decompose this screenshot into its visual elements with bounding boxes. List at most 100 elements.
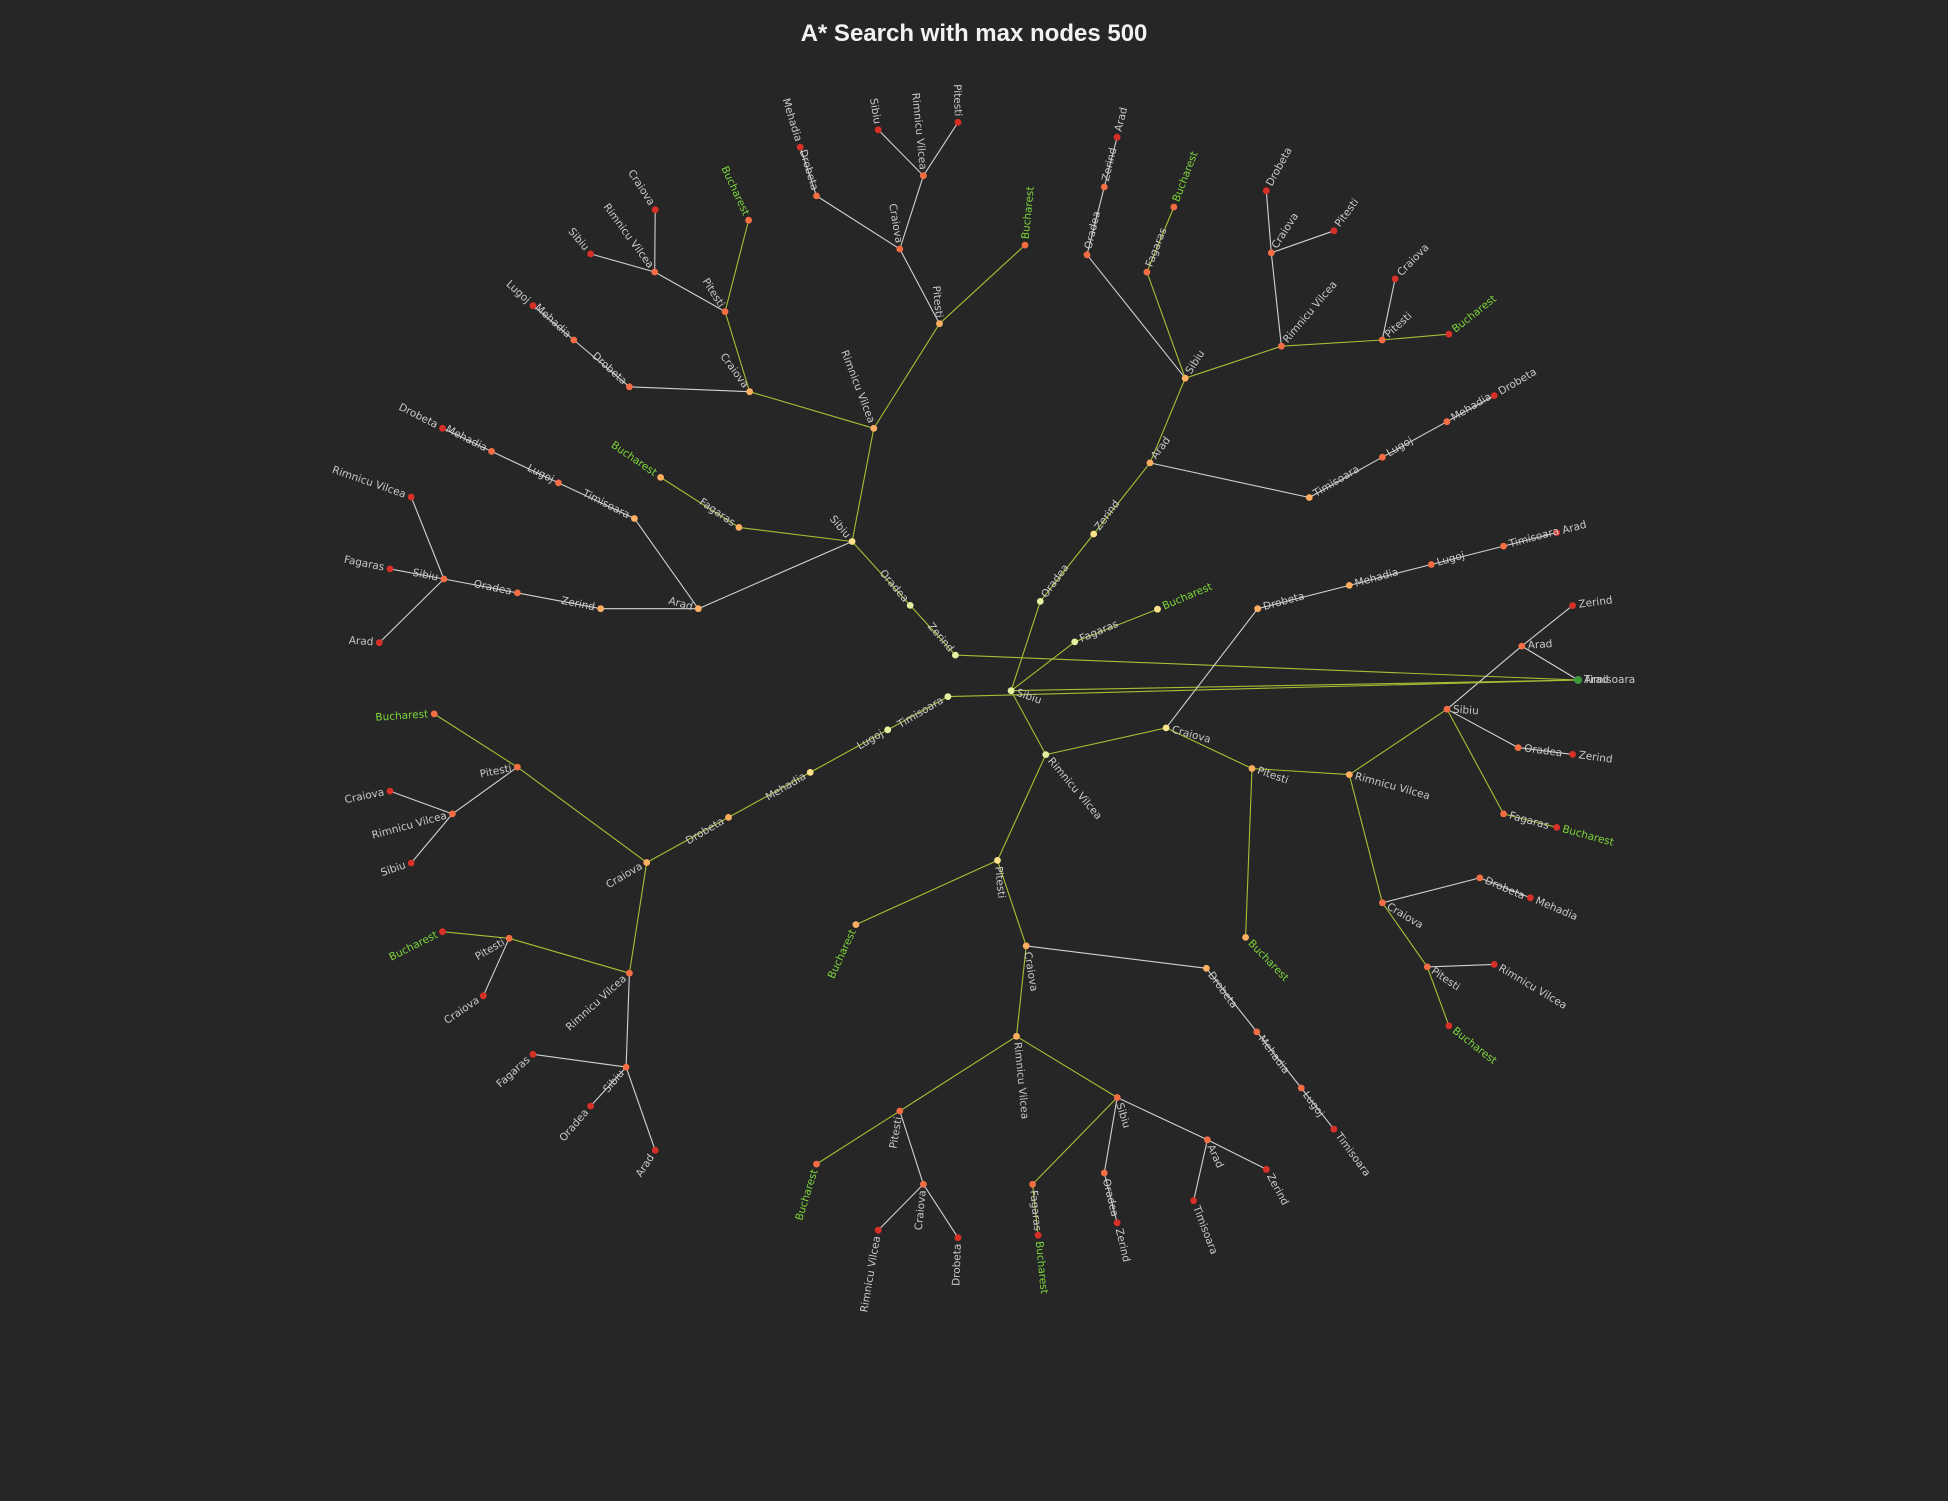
tree-node-label: Bucharest [826, 928, 859, 981]
tree-edge [625, 973, 630, 1068]
tree-node-label: Mehadia [764, 770, 809, 803]
tree-edge [1427, 963, 1495, 968]
tree-node-label: Pitesti [1429, 965, 1462, 993]
tree-node-85 [1204, 1136, 1211, 1144]
tree-node-95 [896, 1107, 904, 1115]
tree-edge [482, 938, 510, 997]
tree-node-19 [745, 216, 752, 224]
tree-node-label: Pitesti [930, 285, 945, 318]
tree-edge [1309, 456, 1383, 498]
tree-edge [855, 859, 998, 926]
tree-node-label: Rimnicu Vilcea [838, 348, 877, 424]
tree-node-64 [1569, 751, 1576, 758]
tree-edge [1348, 708, 1448, 776]
tree-node-label: Craiova [913, 1190, 929, 1231]
tree-edge [1281, 339, 1383, 347]
tree-edge [452, 766, 518, 815]
tree-node-label: Pitesti [992, 866, 1007, 899]
tree-node-label: Rimnicu Vilcea [909, 92, 929, 170]
tree-edge [1251, 767, 1350, 776]
tree-edge [1207, 1139, 1267, 1170]
tree-edge [947, 679, 1579, 698]
tree-node-label: Bucharest [1170, 150, 1200, 204]
tree-node-label: Zerind [1264, 1172, 1291, 1208]
tree-node-label: Rimnicu Vilcea [1281, 279, 1340, 346]
tree-node-50 [1305, 494, 1313, 501]
tree-edge [738, 526, 853, 543]
tree-node-label: Sibiu [827, 513, 853, 540]
tree-node-46 [1181, 374, 1189, 382]
tree-edge [442, 931, 510, 939]
tree-node-108 [505, 934, 513, 942]
tree-edge [1103, 137, 1118, 188]
tree-node-79 [1330, 1125, 1338, 1133]
tree-node-45 [1278, 342, 1285, 350]
tree-node-label: Drobeta [950, 1244, 963, 1287]
tree-node-63 [1518, 642, 1526, 650]
tree-edge [633, 518, 699, 610]
tree-node-105 [622, 1063, 630, 1071]
tree-edge [1032, 1097, 1118, 1185]
tree-node-4 [514, 589, 521, 597]
tree-node-label: Bucharest [387, 929, 440, 964]
tree-edge [851, 428, 875, 542]
tree-edge [532, 305, 575, 341]
tree-node-82 [1203, 964, 1210, 972]
tree-node-7 [488, 448, 495, 455]
tree-node-8 [555, 479, 562, 487]
tree-node-16 [587, 250, 594, 258]
tree-node-label: Sibiu [411, 567, 439, 584]
tree-node-label: Oradea [557, 1107, 591, 1144]
tree-edge [1446, 708, 1505, 815]
tree-edge [573, 339, 630, 388]
tree-edge [378, 578, 445, 644]
tree-edge [1045, 727, 1167, 756]
tree-node-74 [1379, 899, 1386, 907]
tree-node-33 [952, 651, 959, 659]
tree-node-label: Arad [1561, 519, 1588, 537]
tree-edge [728, 771, 811, 818]
tree-node-label: Fagaras [1027, 1190, 1043, 1232]
tree-node-113 [430, 710, 438, 718]
tree-node-label: Sibiu [379, 859, 407, 879]
tree-node-21 [746, 388, 753, 396]
tree-edge [922, 122, 959, 176]
tree-node-label: Sibiu [565, 226, 591, 253]
tree-node-label: Drobeta [1205, 970, 1240, 1011]
tree-edge [1015, 945, 1027, 1037]
tree-node-label: Craiova [1269, 211, 1301, 251]
tree-node-label: Lugoj [525, 462, 556, 485]
tree-node-label: Rimnicu Vilcea [1011, 1042, 1031, 1120]
tree-node-109 [626, 969, 633, 977]
tree-edge [410, 813, 453, 864]
tree-node-13 [529, 302, 537, 310]
tree-edge [443, 578, 518, 594]
tree-node-label: Mehadia [444, 423, 489, 454]
tree-node-label: Mehadia [1354, 566, 1400, 589]
tree-node-81 [1253, 1028, 1261, 1036]
tree-node-label: Arad [1527, 638, 1552, 652]
tree-node-94 [813, 1160, 820, 1168]
tree-node-60 [1254, 605, 1262, 613]
tree-edge [1256, 1031, 1302, 1089]
tree-node-117 [806, 769, 814, 776]
tree-node-77 [1248, 765, 1256, 772]
tree-edge [887, 696, 949, 731]
tree-node-111 [386, 787, 394, 795]
tree-node-9 [631, 515, 638, 522]
tree-node-32 [906, 602, 914, 609]
tree-edge [532, 1053, 627, 1068]
tree-edge [1146, 206, 1175, 273]
tree-edge [1086, 186, 1105, 255]
tree-edge [1382, 333, 1449, 341]
tree-node-66 [1553, 824, 1561, 831]
tree-edge [877, 129, 924, 177]
tree-edge [996, 860, 1027, 947]
tree-node-69 [1527, 894, 1534, 902]
tree-node-label: Mehadia [532, 302, 573, 341]
tree-node-54 [1154, 605, 1161, 613]
tree-node-24 [874, 126, 882, 134]
tree-edge [1479, 877, 1531, 899]
tree-node-93 [920, 1180, 927, 1188]
tree-node-label: Bucharest [793, 1168, 820, 1222]
